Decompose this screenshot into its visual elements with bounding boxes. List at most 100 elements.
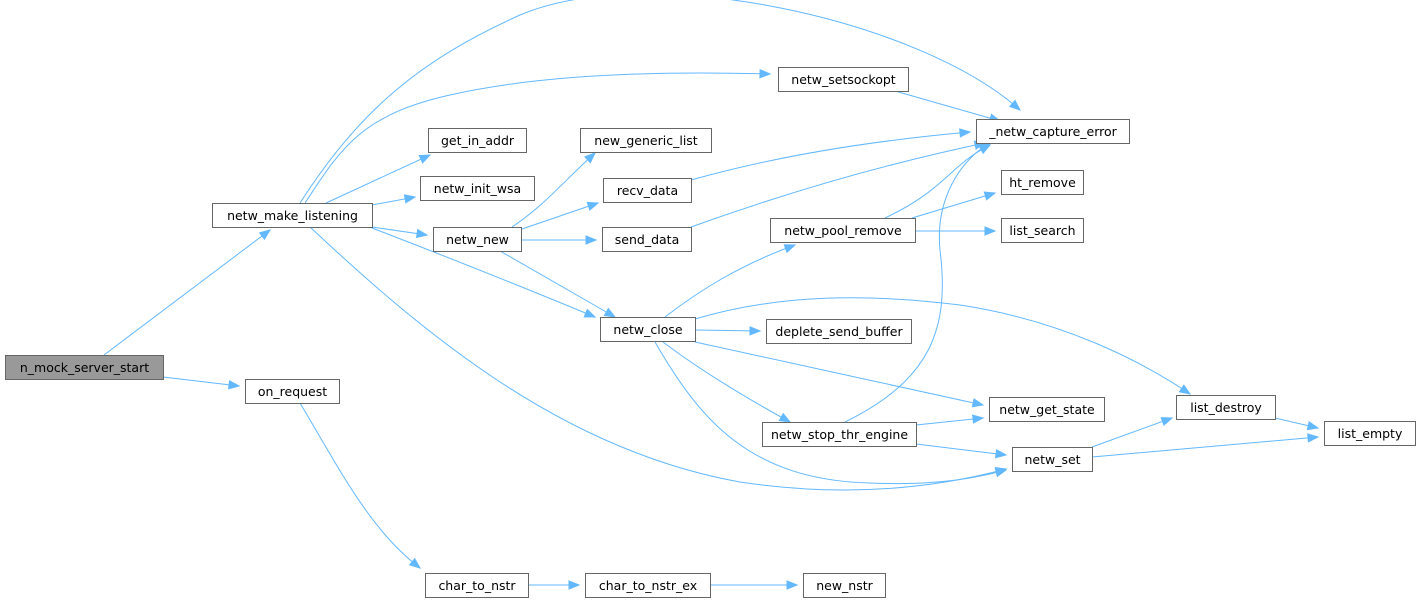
node-char-to-nstr-ex[interactable]: char_to_nstr_ex xyxy=(585,573,711,598)
node-box xyxy=(433,227,522,252)
edge-netw_make_listening-to-netw_close xyxy=(371,227,597,318)
edge-netw_setsockopt-to-_netw_capture_error xyxy=(894,90,1002,123)
arrowhead-on_request-to-char_to_nstr xyxy=(408,557,422,569)
node-label: netw_close xyxy=(613,322,682,337)
node-box xyxy=(600,317,696,342)
edge-list_destroy-to-list_empty xyxy=(1274,417,1320,431)
node-char-to-nstr[interactable]: char_to_nstr xyxy=(425,573,529,598)
node-deplete-send-buffer[interactable]: deplete_send_buffer xyxy=(766,319,912,344)
node-send-data[interactable]: send_data xyxy=(602,227,692,252)
node-box xyxy=(1324,421,1416,446)
node-box xyxy=(585,573,711,598)
edge-netw_close-to-netw_stop_thr_engine xyxy=(662,341,792,423)
node-label: list_empty xyxy=(1338,426,1403,441)
edge-line xyxy=(690,131,971,181)
edge-line xyxy=(844,142,991,423)
edge-send_data-to-_netw_capture_error xyxy=(690,140,987,228)
node-recv-data[interactable]: recv_data xyxy=(603,178,692,203)
node-label: on_request xyxy=(258,384,327,399)
edge-netw_stop_thr_engine-to-netw_set xyxy=(915,443,1008,459)
node-netw-pool-remove[interactable]: netw_pool_remove xyxy=(770,218,916,243)
node-n-mock-server-start[interactable]: n_mock_server_start xyxy=(5,355,164,380)
edge-on_request-to-char_to_nstr xyxy=(299,402,422,569)
edge-line xyxy=(162,376,240,387)
node-list-search[interactable]: list_search xyxy=(1001,218,1084,243)
node-box xyxy=(1176,395,1276,420)
edge-line xyxy=(690,142,986,228)
arrowhead-netw_close-to-netw_stop_thr_engine xyxy=(778,412,792,423)
edge-netw_close-to-netw_get_state xyxy=(694,341,985,408)
arrowhead-netw_stop_thr_engine-to-netw_set xyxy=(995,449,1008,459)
node-ht-remove[interactable]: ht_remove xyxy=(1001,170,1084,195)
edge-line xyxy=(694,341,984,406)
edge-line xyxy=(884,144,991,219)
edge-netw_new-to-recv_data xyxy=(521,201,600,230)
arrowhead-char_to_nstr-to-char_to_nstr_ex xyxy=(568,580,581,590)
edge-netw_make_listening-to-netw_setsockopt xyxy=(304,68,772,204)
node-box xyxy=(762,422,917,447)
node-label: list_search xyxy=(1009,223,1075,238)
node-list-empty[interactable]: list_empty xyxy=(1324,421,1416,446)
node-get-in-addr[interactable]: get_in_addr xyxy=(428,128,527,153)
edge-netw_pool_remove-to-ht_remove xyxy=(911,191,997,219)
edge-line xyxy=(915,443,1007,456)
node-box xyxy=(1001,218,1084,243)
node-label: netw_stop_thr_engine xyxy=(771,427,908,442)
arrowhead-netw_close-to-list_destroy xyxy=(1178,384,1192,395)
node-box xyxy=(770,218,916,243)
edge-netw_make_listening-to-_netw_capture_error xyxy=(299,0,1022,204)
edge-netw_new-to-send_data xyxy=(522,235,598,245)
node-label: recv_data xyxy=(617,183,678,198)
edge-line xyxy=(325,154,431,204)
arrowhead-recv_data-to-_netw_capture_error xyxy=(959,128,972,138)
arrowhead-netw_close-to-netw_set xyxy=(994,468,1008,478)
node-label: netw_make_listening xyxy=(227,208,358,223)
node-netw-capture-error[interactable]: _netw_capture_error xyxy=(976,119,1130,144)
node-netw-close[interactable]: netw_close xyxy=(600,317,696,342)
node-new-nstr[interactable]: new_nstr xyxy=(803,573,886,598)
node-netw-make-listening[interactable]: netw_make_listening xyxy=(212,203,373,228)
edge-line xyxy=(654,341,1007,485)
node-netw-get-state[interactable]: netw_get_state xyxy=(989,397,1105,422)
node-label: netw_get_state xyxy=(999,402,1095,417)
edge-line xyxy=(1091,417,1173,448)
arrowhead-netw_new-to-new_generic_list xyxy=(584,152,596,164)
edge-netw_close-to-netw_pool_remove xyxy=(664,244,797,318)
arrowhead-n_mock_server_start-to-netw_make_listening xyxy=(258,229,272,241)
arrowhead-netw_make_listening-to-_netw_capture_error xyxy=(1008,99,1022,111)
arrowhead-netw_stop_thr_engine-to-netw_get_state xyxy=(972,414,985,424)
node-label: list_destroy xyxy=(1190,400,1262,415)
edge-line xyxy=(694,297,1191,395)
node-netw-new[interactable]: netw_new xyxy=(433,227,522,252)
node-on-request[interactable]: on_request xyxy=(245,379,340,404)
node-netw-set[interactable]: netw_set xyxy=(1012,447,1093,472)
edge-char_to_nstr-to-char_to_nstr_ex xyxy=(528,580,581,590)
edge-netw_pool_remove-to-list_search xyxy=(915,226,997,236)
edge-line xyxy=(499,250,616,318)
arrowhead-char_to_nstr_ex-to-new_nstr xyxy=(786,580,799,590)
node-box xyxy=(580,128,712,153)
node-netw-stop-thr-engine[interactable]: netw_stop_thr_engine xyxy=(762,422,917,447)
node-new-generic-list[interactable]: new_generic_list xyxy=(580,128,712,153)
edge-line xyxy=(694,329,761,332)
node-box xyxy=(428,128,527,153)
arrowhead-netw_new-to-recv_data xyxy=(586,201,600,211)
edge-netw_set-to-list_empty xyxy=(1091,433,1320,458)
edge-netw_new-to-netw_close xyxy=(499,250,617,318)
node-label: netw_pool_remove xyxy=(784,223,902,238)
node-list-destroy[interactable]: list_destroy xyxy=(1176,395,1276,420)
node-box xyxy=(976,119,1130,144)
node-netw-setsockopt[interactable]: netw_setsockopt xyxy=(778,67,909,92)
arrowhead-netw_set-to-list_destroy xyxy=(1160,417,1174,427)
arrowhead-netw_close-to-netw_pool_remove xyxy=(783,244,797,254)
node-label: n_mock_server_start xyxy=(20,360,149,375)
arrowhead-netw_close-to-deplete_send_buffer xyxy=(749,326,762,336)
edge-line xyxy=(1091,436,1319,458)
node-netw-init-wsa[interactable]: netw_init_wsa xyxy=(420,176,535,201)
node-label: ht_remove xyxy=(1009,175,1076,190)
edge-netw_make_listening-to-netw_set xyxy=(309,226,1008,491)
edge-line xyxy=(511,152,596,228)
arrowhead-netw_pool_remove-to-ht_remove xyxy=(983,191,997,201)
edge-line xyxy=(299,402,421,569)
